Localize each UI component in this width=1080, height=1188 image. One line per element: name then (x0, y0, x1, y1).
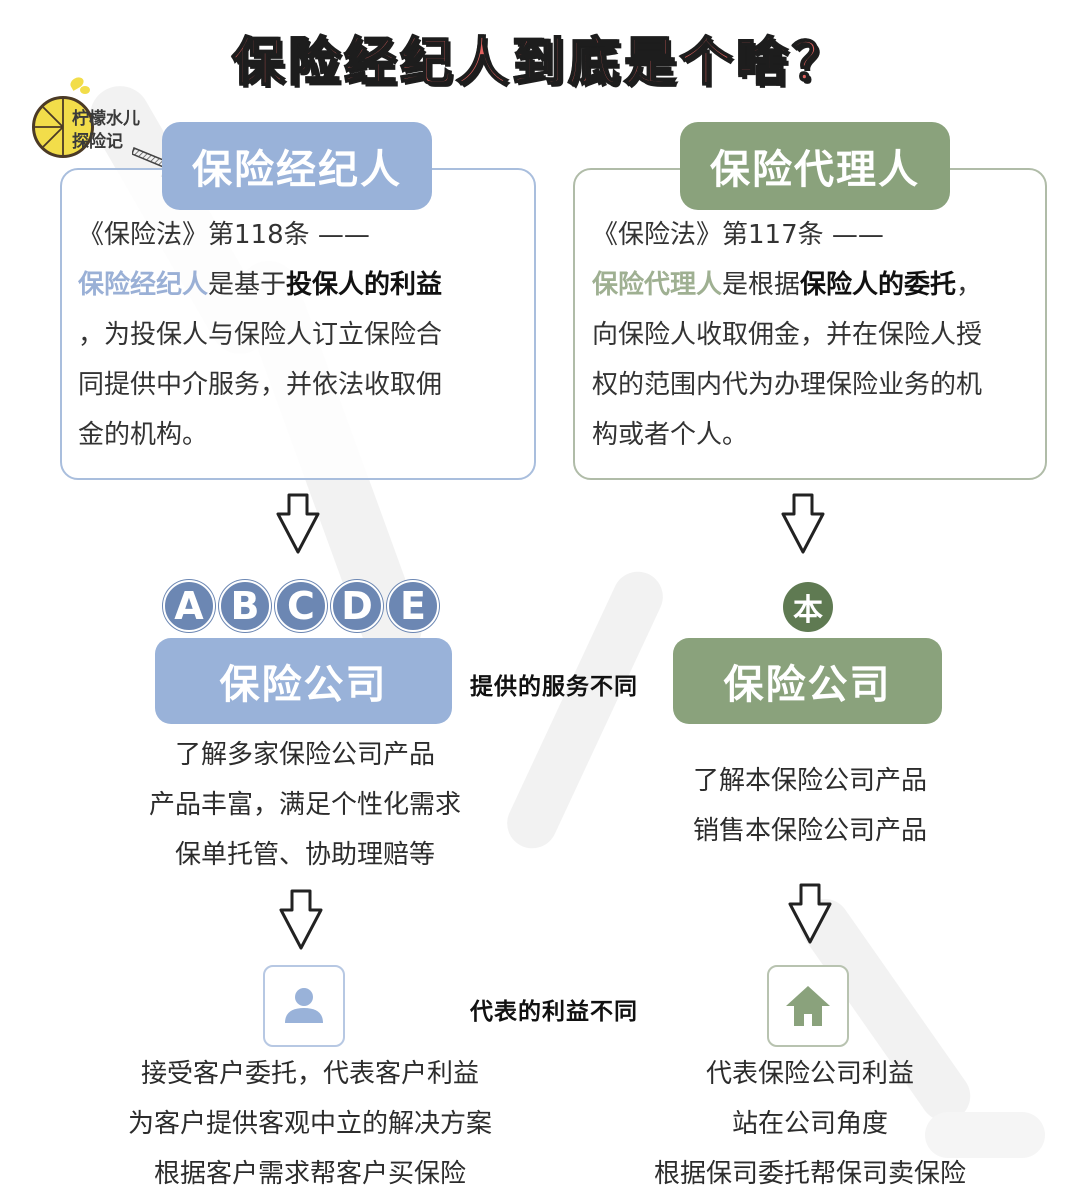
logo-line-1: 柠檬水儿 (72, 109, 140, 129)
broker-def-line-1: 保险经纪人是基于投保人的利益 (78, 270, 443, 300)
broker-def-line: 同提供中介服务，并依法收取佣 (78, 370, 443, 400)
logo-text: 柠檬水儿 探险记 (72, 108, 140, 154)
agent-definition: 《保险法》第117条 —— 保险代理人是根据保险人的委托， 向保险人收取佣金，并… (592, 210, 1032, 460)
broker-company-box: 保险公司 (155, 638, 452, 724)
down-arrow-icon (788, 883, 832, 944)
agent-interests-list: 代表保险公司利益 站在公司角度 根据保司委托帮保司卖保险 (630, 1049, 990, 1188)
platform-watermark (925, 1112, 1045, 1158)
list-item: 代表保险公司利益 (705, 1059, 914, 1089)
list-item: 了解本保险公司产品 (692, 766, 927, 796)
down-arrow-icon (276, 493, 320, 554)
agent-services-list: 了解本保险公司产品 销售本保险公司产品 (660, 756, 960, 856)
service-diff-label: 提供的服务不同 (470, 674, 638, 700)
letter-badge-a: A (163, 580, 215, 632)
page-title: 保险经纪人到底是个啥？ (231, 32, 848, 94)
broker-header: 保险经纪人 (162, 122, 432, 210)
agent-def-line-1: 保险代理人是根据保险人的委托， (592, 270, 983, 300)
down-arrow-icon (279, 889, 323, 950)
list-item: 根据保司委托帮保司卖保险 (653, 1159, 966, 1188)
list-item: 产品丰富，满足个性化需求 (148, 790, 461, 820)
agent-term: 保险代理人 (592, 270, 723, 300)
company-icon-box (767, 965, 849, 1047)
list-item: 根据客户需求帮客户买保险 (153, 1159, 466, 1188)
letter-badge-d: D (331, 580, 383, 632)
broker-definition: 《保险法》第118条 —— 保险经纪人是基于投保人的利益 ，为投保人与保险人订立… (78, 210, 518, 460)
letter-badge-e: E (387, 580, 439, 632)
down-arrow-icon (781, 493, 825, 554)
house-icon (786, 986, 830, 1026)
broker-term: 保险经纪人 (78, 270, 209, 300)
agent-def-line: 向保险人收取佣金，并在保险人授 (592, 320, 983, 350)
broker-law-ref: 《保险法》第118条 —— (78, 220, 370, 250)
logo-line-2: 探险记 (72, 132, 123, 152)
person-icon (285, 988, 323, 1023)
agent-def-line: 权的范围内代为办理保险业务的机 (592, 370, 983, 400)
broker-def-line: 金的机构。 (78, 420, 209, 450)
list-item: 接受客户委托，代表客户利益 (140, 1059, 479, 1089)
agent-emphasis: 保险人的委托 (800, 270, 957, 300)
broker-definition-box (60, 168, 536, 480)
company-letter-badges: A B C D E (163, 580, 439, 632)
broker-emphasis: 投保人的利益 (286, 270, 443, 300)
broker-services-list: 了解多家保险公司产品 产品丰富，满足个性化需求 保单托管、协助理赔等 (110, 730, 500, 880)
agent-company-box: 保险公司 (673, 638, 942, 724)
agent-header: 保险代理人 (680, 122, 950, 210)
agent-law-ref: 《保险法》第117条 —— (592, 220, 884, 250)
list-item: 为客户提供客观中立的解决方案 (127, 1109, 492, 1139)
lemon-drop-icon (80, 86, 90, 94)
lemon-slice-icon (32, 96, 94, 158)
list-item: 销售本保险公司产品 (692, 816, 927, 846)
interest-diff-label: 代表的利益不同 (470, 999, 638, 1025)
own-company-badge: 本 (783, 582, 833, 632)
letter-badge-c: C (275, 580, 327, 632)
letter-badge-b: B (219, 580, 271, 632)
agent-definition-box (573, 168, 1047, 480)
broker-interests-list: 接受客户委托，代表客户利益 为客户提供客观中立的解决方案 根据客户需求帮客户买保… (100, 1049, 520, 1188)
list-item: 站在公司角度 (731, 1109, 888, 1139)
broker-def-line: ，为投保人与保险人订立保险合 (78, 320, 443, 350)
customer-icon-box (263, 965, 345, 1047)
watermark-stroke (498, 563, 672, 857)
agent-def-line: 构或者个人。 (592, 420, 749, 450)
list-item: 保单托管、协助理赔等 (174, 840, 435, 870)
list-item: 了解多家保险公司产品 (174, 740, 435, 770)
